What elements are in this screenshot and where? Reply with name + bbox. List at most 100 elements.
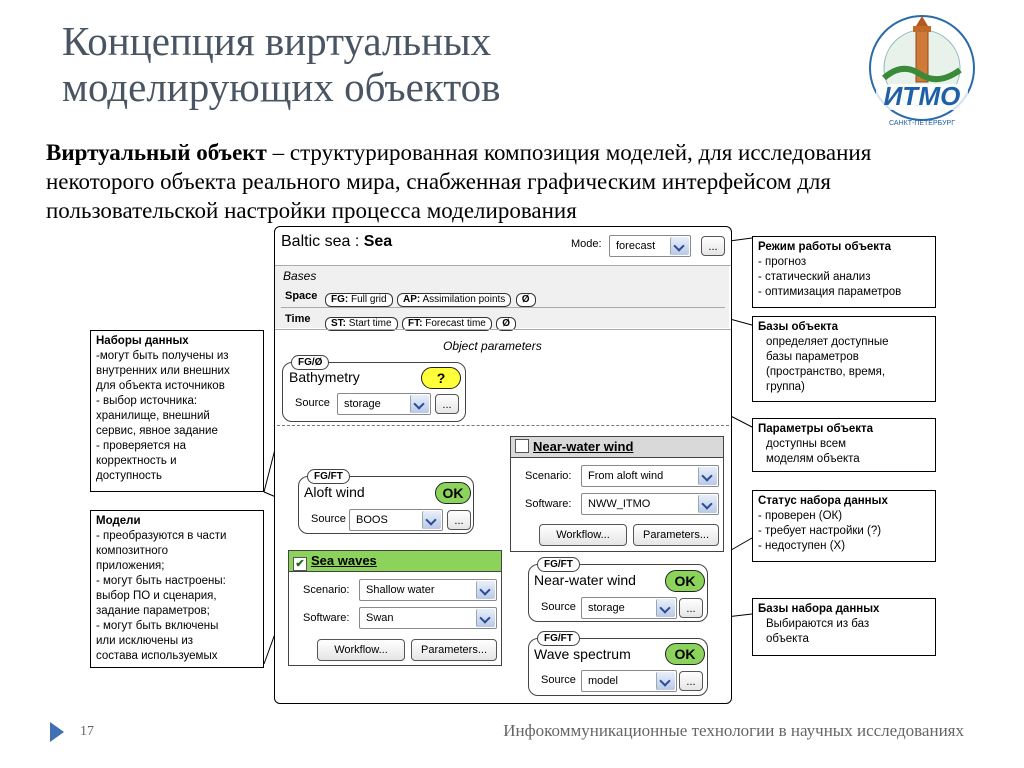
callout-heading: Статус набора данных [758, 495, 888, 507]
slide-title-line-2: моделирующих объектов [62, 64, 501, 110]
footer-arrow-icon [50, 722, 64, 742]
callout-datasets: Наборы данных -могут быть получены из вн… [90, 330, 264, 492]
source-label: Source [541, 601, 576, 613]
dataset-bases-tag[interactable]: FG/Ø [291, 355, 330, 370]
dataset-bases-tag[interactable]: FG/FT [307, 469, 350, 484]
dataset-bases-tag[interactable]: FG/FT [537, 557, 580, 572]
model-enable-checkbox[interactable]: ✔ [293, 557, 307, 571]
object-title: Baltic sea : Sea [281, 233, 393, 250]
dashed-divider [277, 425, 729, 426]
source-label: Source [541, 674, 576, 686]
source-select[interactable]: storage [337, 393, 431, 415]
definition-text: Виртуальный объект – структурированная к… [46, 138, 976, 225]
source-select[interactable]: BOOS [349, 509, 443, 531]
model-header: ✔ Sea waves [289, 551, 501, 572]
source-more-button[interactable]: ... [679, 598, 703, 618]
definition-term: Виртуальный объект [46, 140, 267, 165]
chevron-down-icon [670, 237, 689, 255]
model-header: Near-water wind [511, 437, 723, 458]
chevron-down-icon [410, 395, 429, 413]
status-badge[interactable]: OK [665, 643, 705, 665]
source-more-button[interactable]: ... [447, 510, 471, 530]
space-pill-empty[interactable]: Ø [515, 293, 536, 307]
divider [275, 329, 731, 330]
callout-heading: Модели [96, 515, 141, 527]
scenario-label: Scenario: [525, 470, 572, 482]
footer-text: Инфокоммуникационные технологии в научны… [503, 721, 964, 740]
callout-heading: Наборы данных [96, 335, 189, 347]
dataset-title: Aloft wind [304, 484, 365, 500]
source-more-button[interactable]: ... [435, 394, 459, 414]
divider [275, 265, 731, 266]
chevron-down-icon [656, 672, 675, 690]
space-pills: FG: Full grid AP: Assimilation points Ø [325, 289, 536, 307]
mode-label: Mode: [571, 238, 602, 250]
dataset-title: Bathymetry [289, 369, 360, 385]
software-label: Software: [525, 498, 572, 510]
chevron-down-icon [476, 581, 495, 599]
dataset-wave-spectrum: FG/FT Wave spectrum OK Source model ... [528, 631, 708, 696]
software-select[interactable]: Swan [359, 607, 497, 629]
dataset-title: Wave spectrum [534, 646, 631, 662]
parameters-button[interactable]: Parameters... [411, 639, 497, 661]
time-pill-empty[interactable]: Ø [496, 317, 517, 331]
workflow-button[interactable]: Workflow... [539, 524, 627, 546]
model-sea-waves: ✔ Sea waves Scenario: Shallow water Softw… [288, 550, 502, 666]
dataset-near-water-wind: FG/FT Near-water wind OK Source storage … [528, 557, 708, 622]
model-enable-checkbox[interactable] [515, 439, 529, 453]
space-pill-fg[interactable]: FG: Full grid [325, 293, 393, 307]
callout-params: Параметры объекта доступны всем моделям … [752, 418, 936, 472]
callout-heading: Параметры объекта [758, 423, 874, 435]
software-label: Software: [303, 612, 350, 624]
scenario-select[interactable]: Shallow water [359, 579, 497, 601]
dataset-bases-tag[interactable]: FG/FT [537, 631, 580, 646]
callout-mode: Режим работы объекта - прогноз - статиче… [752, 236, 936, 308]
svg-text:САНКТ-ПЕТЕРБУРГ: САНКТ-ПЕТЕРБУРГ [889, 120, 955, 127]
definition-body: – структурированная композиция моделей, … [46, 140, 872, 223]
mode-more-button[interactable]: ... [701, 236, 725, 256]
time-pill-ft[interactable]: FT: Forecast time [402, 317, 492, 331]
model-title: Sea waves [311, 553, 377, 568]
source-label: Source [311, 513, 346, 525]
callout-heading: Базы объекта [758, 321, 839, 333]
workflow-button[interactable]: Workflow... [317, 639, 405, 661]
space-pill-ap[interactable]: AP: Assimilation points [397, 293, 512, 307]
callout-bases: Базы объекта определяет доступные базы п… [752, 316, 936, 402]
bases-label: Bases [283, 269, 317, 283]
page-number: 17 [80, 724, 94, 739]
dataset-bathymetry: FG/Ø Bathymetry ? Source storage ... [282, 355, 466, 422]
time-label: Time [285, 313, 311, 325]
chevron-down-icon [476, 609, 495, 627]
status-badge[interactable]: OK [665, 570, 705, 592]
source-select[interactable]: model [581, 670, 677, 692]
status-badge[interactable]: ? [421, 367, 461, 389]
time-pills: ST: Start time FT: Forecast time Ø [325, 313, 517, 331]
slide-title: Концепция виртуальных моделирующих объек… [62, 18, 500, 110]
source-select[interactable]: storage [581, 597, 677, 619]
space-label: Space [285, 290, 318, 302]
chevron-down-icon [422, 511, 441, 529]
callout-heading: Базы набора данных [758, 603, 880, 615]
divider [281, 307, 725, 308]
scenario-label: Scenario: [303, 584, 350, 596]
object-parameters-label: Object parameters [443, 339, 542, 353]
software-select[interactable]: NWW_ITMO [581, 493, 719, 515]
chevron-down-icon [698, 495, 717, 513]
mode-select[interactable]: forecast [609, 235, 691, 257]
dataset-title: Near-water wind [534, 572, 636, 588]
source-label: Source [295, 397, 330, 409]
model-near-water-wind: Near-water wind Scenario: From aloft win… [510, 436, 724, 552]
scenario-select[interactable]: From aloft wind [581, 465, 719, 487]
model-title: Near-water wind [533, 439, 634, 454]
callout-heading: Режим работы объекта [758, 241, 892, 253]
parameters-button[interactable]: Parameters... [633, 524, 719, 546]
status-badge[interactable]: OK [435, 482, 471, 504]
source-more-button[interactable]: ... [679, 671, 703, 691]
dataset-aloft-wind: FG/FT Aloft wind OK Source BOOS ... [298, 469, 474, 534]
callout-dataset-bases: Базы набора данных Выбираются из баз объ… [752, 598, 936, 656]
object-class: Sea [363, 233, 393, 250]
itmo-logo: ИТМО САНКТ-ПЕТЕРБУРГ [862, 12, 982, 130]
chevron-down-icon [656, 599, 675, 617]
callout-models: Модели - преобразуются в части композитн… [90, 510, 264, 668]
callout-status: Статус набора данных - проверен (ОК) - т… [752, 490, 936, 562]
